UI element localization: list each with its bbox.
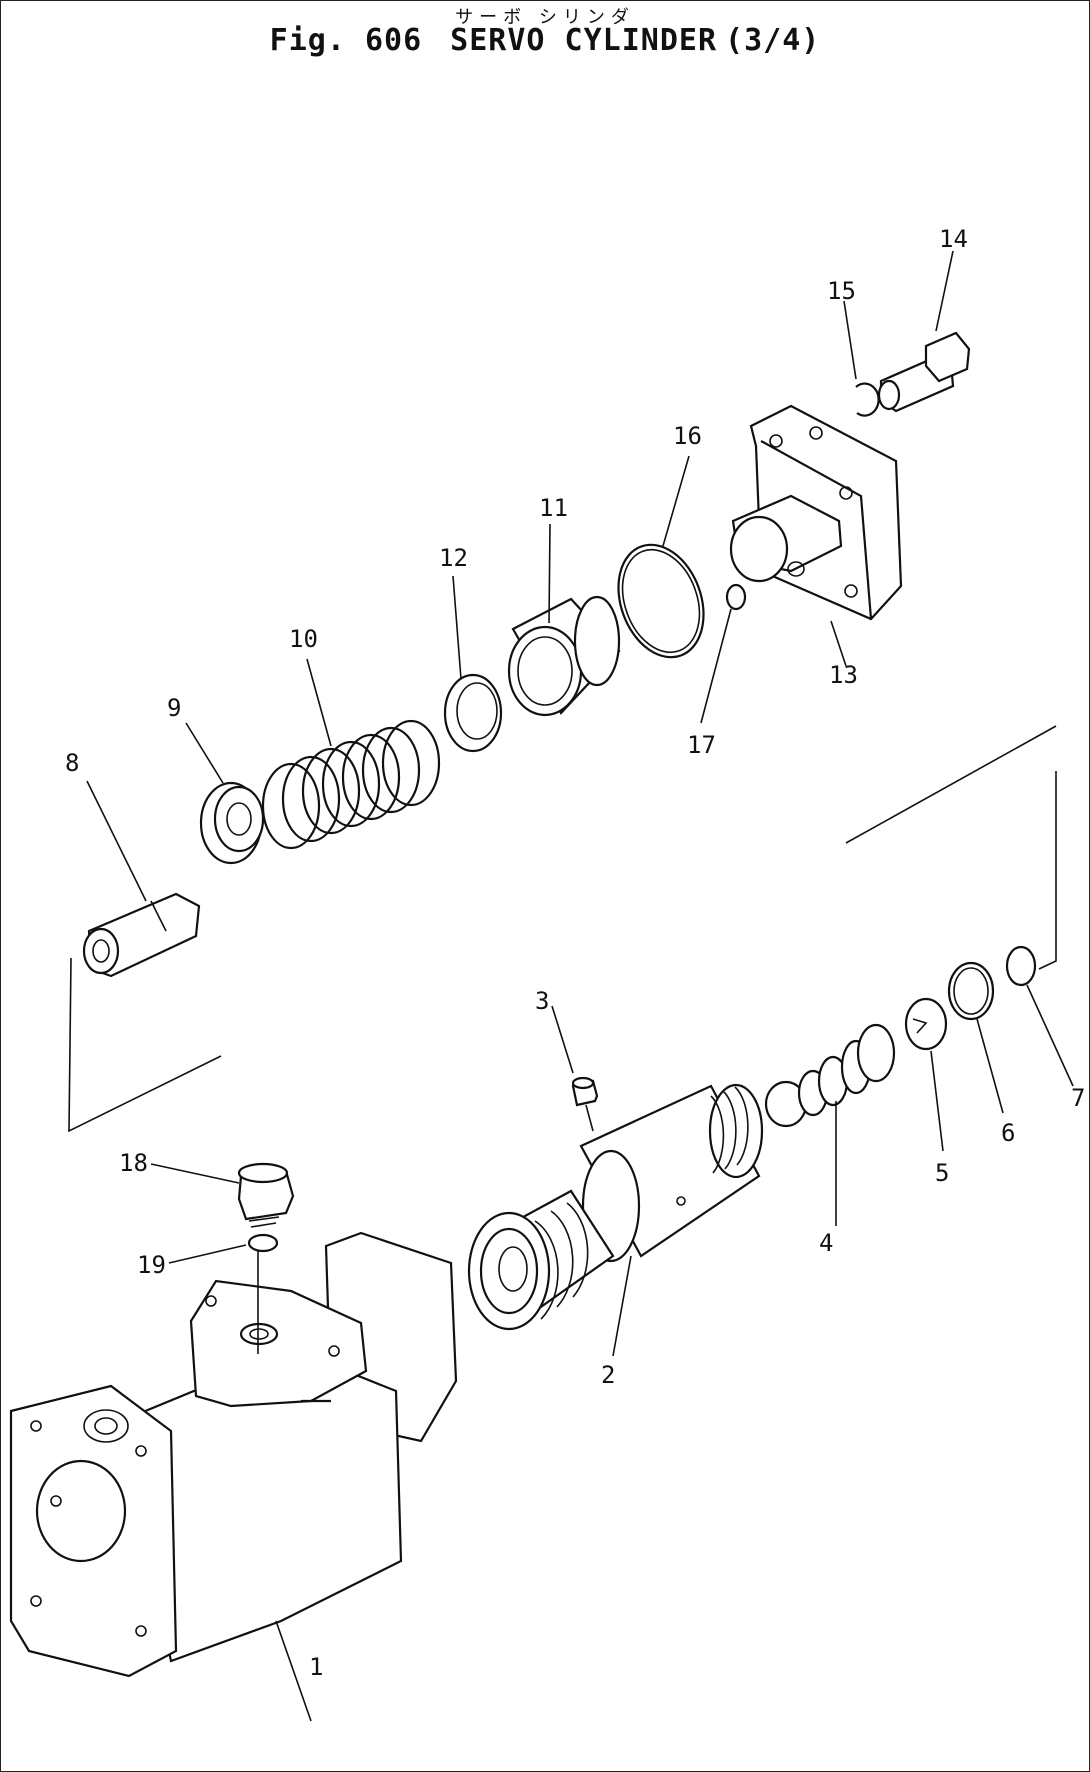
- callout-labels: 1 2 3 4 5 6 7 8 9 10 11 12 13 14 15 16 1…: [65, 225, 1085, 1681]
- part-10-spring: [261, 658, 441, 850]
- part-9-spring-seat: [185, 722, 265, 865]
- callout-9: 9: [167, 694, 181, 722]
- part-13-cover: [729, 404, 903, 667]
- part-16-o-ring: [617, 455, 705, 659]
- callout-3: 3: [535, 987, 549, 1015]
- part-5-retainer: [904, 997, 948, 1152]
- callout-10: 10: [289, 625, 318, 653]
- callout-8: 8: [65, 749, 79, 777]
- part-15-washer: [843, 300, 880, 417]
- callout-19: 19: [137, 1251, 166, 1279]
- part-3-fitting: [551, 1005, 599, 1132]
- callout-4: 4: [819, 1229, 833, 1257]
- title-kana: サーボ シリンダ: [455, 7, 635, 28]
- callout-13: 13: [829, 661, 858, 689]
- figure-name: SERVO CYLINDER: [450, 23, 718, 58]
- figure-number: Fig. 606: [269, 23, 423, 58]
- part-14-bolt: [877, 250, 971, 413]
- part-4-spool: [764, 1023, 896, 1226]
- callout-5: 5: [935, 1159, 949, 1187]
- callout-16: 16: [673, 422, 702, 450]
- part-11-sleeve: [507, 523, 621, 717]
- part-7-snap-ring: [1005, 945, 1074, 1087]
- figure-title: Fig. 606 SERVO CYLINDER(3/4): [1, 23, 1089, 58]
- alignment-lines: [68, 725, 1057, 1133]
- part-1-housing: [9, 1231, 458, 1722]
- callout-12: 12: [439, 544, 468, 572]
- part-19-o-ring: [168, 1233, 279, 1264]
- part-12-washer: [443, 575, 503, 753]
- callout-14: 14: [939, 225, 968, 253]
- callout-15: 15: [827, 277, 856, 305]
- callout-1: 1: [309, 1653, 323, 1681]
- callout-7: 7: [1071, 1084, 1085, 1112]
- part-17-o-ring: [700, 583, 747, 724]
- callout-17: 17: [687, 731, 716, 759]
- part-6-ring: [947, 961, 1004, 1114]
- part-18-plug: [150, 1162, 295, 1228]
- part-2-cylinder-sleeve: [467, 1083, 764, 1357]
- callout-2: 2: [601, 1361, 615, 1389]
- callout-6: 6: [1001, 1119, 1015, 1147]
- figure-suffix: (3/4): [725, 23, 821, 58]
- part-8-bolt: [82, 780, 201, 978]
- callout-11: 11: [539, 494, 568, 522]
- callout-18: 18: [119, 1149, 148, 1177]
